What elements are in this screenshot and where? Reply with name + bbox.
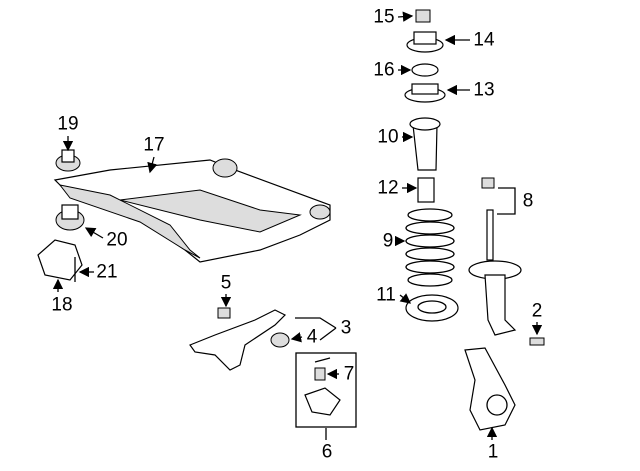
callout-17: 17 [143,134,165,156]
callout-18: 18 [51,294,73,316]
callout-10: 10 [377,126,399,148]
callout-19: 19 [57,113,79,135]
mount-parts [37,149,85,282]
callout-21: 21 [96,261,118,283]
strut-assembly-parts [404,9,545,431]
callout-13: 13 [473,79,495,101]
callout-12: 12 [377,177,399,199]
callout-14: 14 [473,29,495,51]
control-arm-part [189,307,290,371]
callout-6: 6 [321,441,333,463]
callout-16: 16 [373,59,395,81]
callout-11: 11 [376,284,396,306]
callout-5: 5 [220,272,232,294]
callout-8: 8 [522,190,534,212]
callout-20: 20 [106,229,128,251]
callout-9: 9 [382,230,394,252]
callout-15: 15 [373,6,395,28]
callout-1: 1 [487,441,499,463]
callout-3: 3 [340,317,352,339]
callout-4: 4 [306,326,318,348]
crossmember-part [53,158,331,263]
ball-joint-part [295,352,357,428]
callout-7: 7 [343,363,355,385]
callout-2: 2 [531,300,543,322]
callout-leaders [52,11,543,440]
